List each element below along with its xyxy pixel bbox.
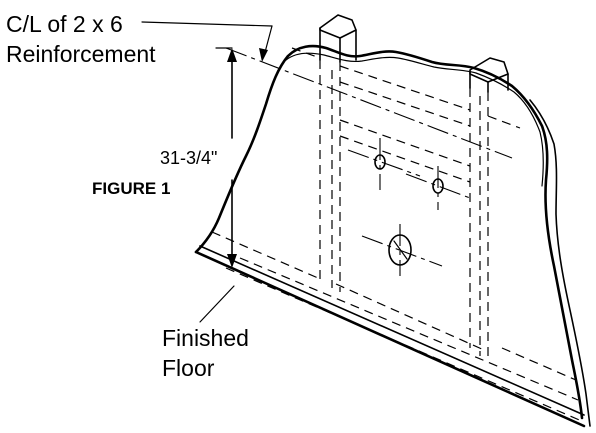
reinforcement-hidden-line xyxy=(339,135,471,183)
floor-leader xyxy=(199,285,235,323)
centerline-callout: C/L of 2 x 6 Reinforcement xyxy=(6,11,273,67)
figure-title: FIGURE 1 xyxy=(92,179,170,198)
wall-torn-edge-inner xyxy=(285,52,544,187)
reinforcement-2x6 xyxy=(291,47,521,183)
reinforcement-hidden-line xyxy=(339,81,471,127)
dimension-arrow-top xyxy=(227,48,237,62)
wall-torn-edge xyxy=(194,44,584,420)
floor-label-line1: Finished xyxy=(162,325,249,351)
wall-bottom-edge xyxy=(199,245,585,416)
left-stud-top xyxy=(319,14,357,39)
mounting-holes xyxy=(347,138,471,276)
plate-hidden-line xyxy=(239,257,579,401)
height-dimension: 31-3/4" xyxy=(160,47,237,268)
reinforcement-hidden-line xyxy=(291,47,321,59)
plate-hidden-line xyxy=(501,347,577,381)
hole-centerline xyxy=(405,173,471,199)
floor-label-line2: Floor xyxy=(162,355,215,381)
centerline-leader-horizontal xyxy=(141,21,273,27)
reinforcement-hidden-line xyxy=(339,65,471,111)
dimension-arrow-bottom xyxy=(227,254,237,268)
bottom-plate xyxy=(211,231,585,423)
hole-centerline xyxy=(347,149,421,177)
reinforcement-hidden-line xyxy=(339,119,471,167)
centerline-label-line2: Reinforcement xyxy=(6,41,156,67)
floor-callout: Finished Floor xyxy=(162,285,249,381)
centerline-leader-arrow xyxy=(259,48,268,62)
reinforcement-hidden-line xyxy=(487,115,521,129)
centerline-label-line1: C/L of 2 x 6 xyxy=(6,11,123,37)
wall-outline xyxy=(194,44,591,428)
floor-line xyxy=(194,250,586,428)
plate-hidden-line xyxy=(225,267,585,423)
left-stud xyxy=(319,14,357,292)
right-stud xyxy=(469,57,509,362)
plate-hidden-line xyxy=(211,231,319,279)
wall-torn-edge-right xyxy=(529,99,591,427)
plate-hidden-line xyxy=(335,283,485,351)
hole-centerline xyxy=(361,235,443,267)
reinforcement-centerline xyxy=(225,47,513,159)
dimension-label: 31-3/4" xyxy=(160,148,217,168)
